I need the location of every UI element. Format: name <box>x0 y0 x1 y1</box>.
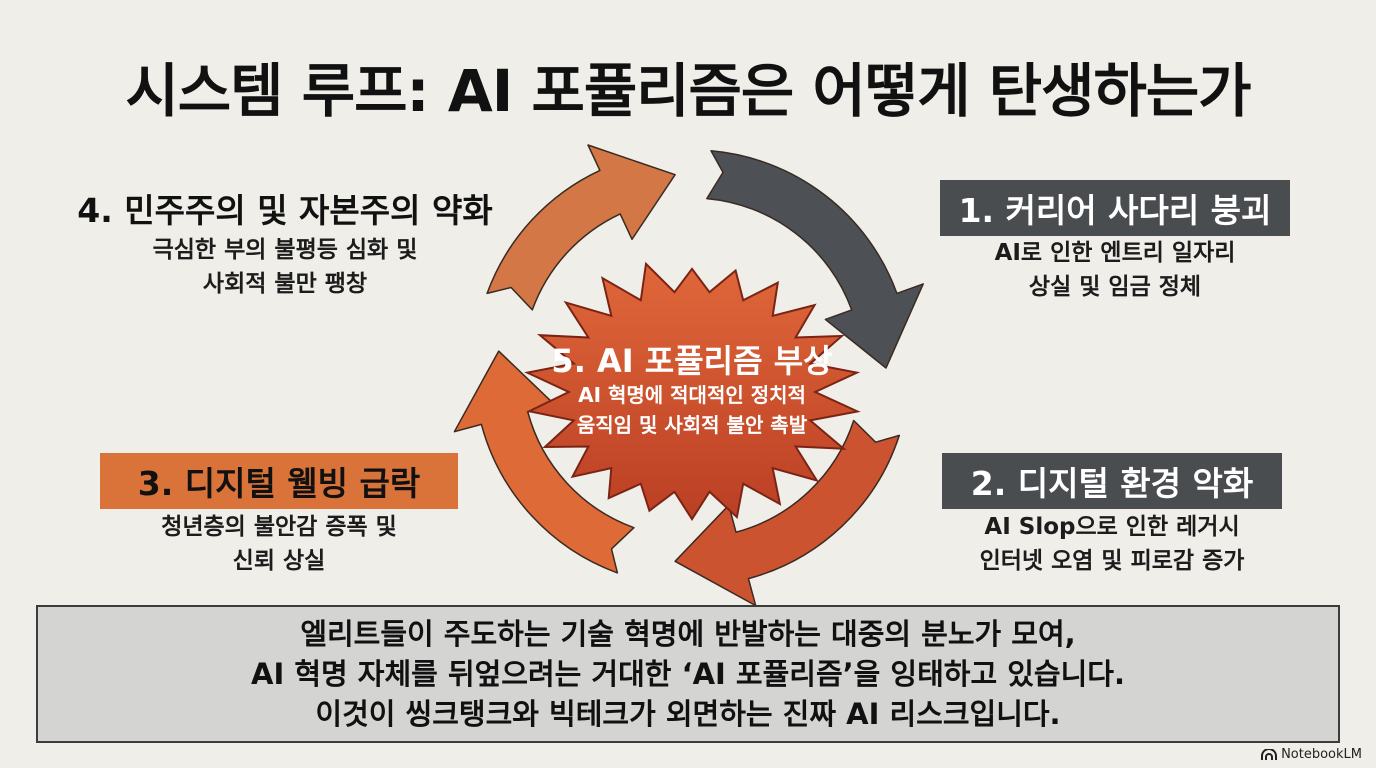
summary-line: 이것이 씽크탱크와 빅테크가 외면하는 진짜 AI 리스크입니다. <box>315 697 1061 731</box>
stage-2-desc-line: AI Slop으로 인한 레거시 <box>984 514 1240 540</box>
stage-1-description: AI로 인한 엔트리 일자리 상실 및 임금 정체 <box>940 236 1290 304</box>
cycle-arrows <box>453 144 924 607</box>
stage-1-desc-line: AI로 인한 엔트리 일자리 <box>994 240 1236 266</box>
stage-3-title: 3. 디지털 웰빙 급락 <box>100 453 458 509</box>
center-description: AI 혁명에 적대적인 정치적 움직임 및 사회적 불안 촉발 <box>532 380 852 440</box>
stage-4-desc-line: 극심한 부의 불평등 심화 및 <box>152 237 418 263</box>
center-desc-line: AI 혁명에 적대적인 정치적 <box>578 383 806 407</box>
stage-3-desc-line: 청년층의 불안감 증폭 및 <box>161 514 397 540</box>
arrow-stage2-to-stage3 <box>674 419 901 607</box>
brand-watermark: NotebookLM <box>1261 747 1362 762</box>
stage-2-desc-line: 인터넷 오염 및 피로감 증가 <box>979 548 1245 574</box>
center-title: 5. AI 포퓰리즘 부상 <box>551 342 833 380</box>
slide-title: 시스템 루프: AI 포퓰리즘은 어떻게 탄생하는가 <box>125 57 1251 125</box>
notebooklm-logo-icon <box>1261 748 1278 760</box>
center-desc-line: 움직임 및 사회적 불안 촉발 <box>576 413 808 437</box>
arrow-stage1-to-stage2 <box>706 150 924 369</box>
stage-2-title: 2. 디지털 환경 악화 <box>942 453 1282 509</box>
stage-4-description: 극심한 부의 불평등 심화 및 사회적 불만 팽창 <box>80 233 490 301</box>
stage-4-title: 4. 민주주의 및 자본주의 약화 <box>77 191 493 230</box>
stage-4-desc-line: 사회적 불만 팽창 <box>202 271 368 297</box>
stage-2-description: AI Slop으로 인한 레거시 인터넷 오염 및 피로감 증가 <box>942 510 1282 578</box>
summary-line: AI 혁명 자체를 뒤엎으려는 거대한 ‘AI 포퓰리즘’을 잉태하고 있습니다… <box>251 657 1125 691</box>
brand-label: NotebookLM <box>1281 747 1362 762</box>
arrow-stage4-to-stage1 <box>486 144 676 311</box>
stage-1-desc-line: 상실 및 임금 정체 <box>1028 274 1202 300</box>
stage-1-title: 1. 커리어 사다리 붕괴 <box>940 180 1290 236</box>
center-burst-shape <box>524 261 861 522</box>
summary-box: 엘리트들이 주도하는 기술 혁명에 반발하는 대중의 분노가 모여, AI 혁명… <box>36 605 1340 743</box>
stage-3-desc-line: 신뢰 상실 <box>232 548 326 574</box>
arrow-stage3-to-stage4 <box>453 350 635 574</box>
summary-line: 엘리트들이 주도하는 기술 혁명에 반발하는 대중의 분노가 모여, <box>300 617 1076 651</box>
stage-3-description: 청년층의 불안감 증폭 및 신뢰 상실 <box>100 510 458 578</box>
